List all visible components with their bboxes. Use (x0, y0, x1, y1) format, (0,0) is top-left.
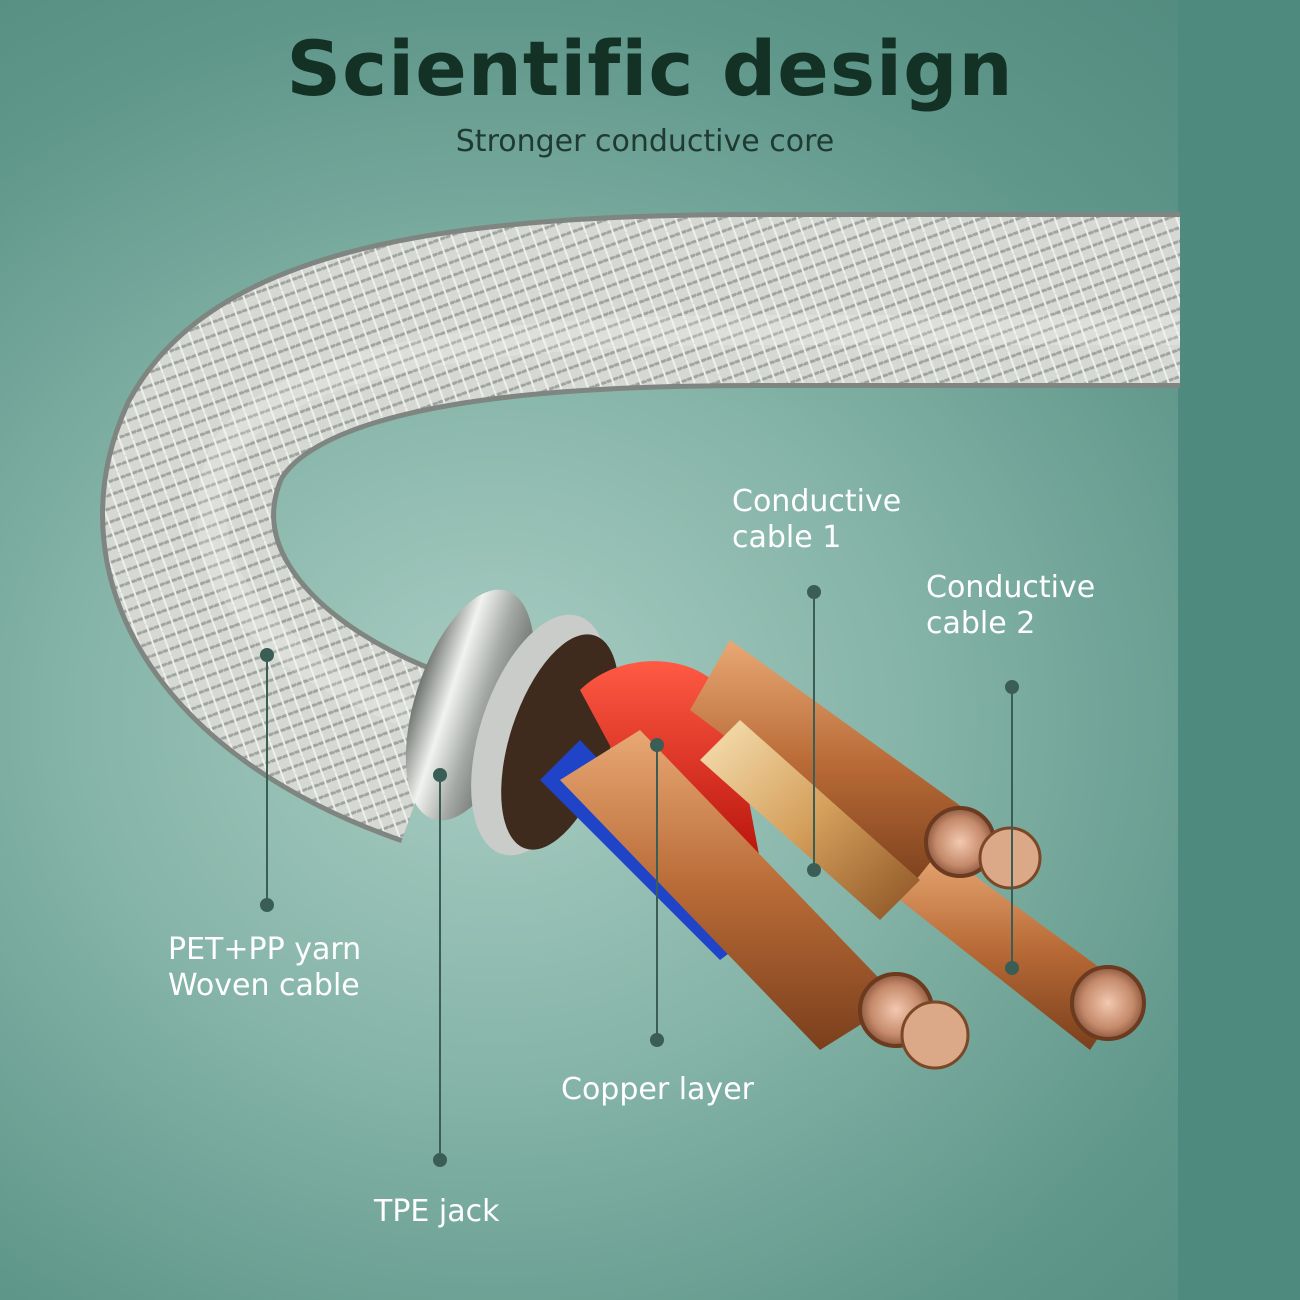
label-conductive-cable-2: Conductive cable 2 (926, 570, 1096, 641)
leader-lines (260, 585, 1019, 1167)
label-conductive-cable-1: Conductive cable 1 (732, 484, 902, 555)
label-pet-pp-yarn: PET+PP yarn Woven cable (168, 932, 362, 1003)
gold-conductor (700, 720, 920, 920)
background-band (1178, 0, 1300, 1300)
copper-strands-lower (560, 730, 900, 1050)
label-copper-layer: Copper layer (561, 1072, 754, 1107)
page-title: Scientific design (286, 24, 1014, 113)
page-subtitle: Stronger conductive core (455, 124, 835, 159)
label-tpe-jack: TPE jack (374, 1194, 500, 1229)
